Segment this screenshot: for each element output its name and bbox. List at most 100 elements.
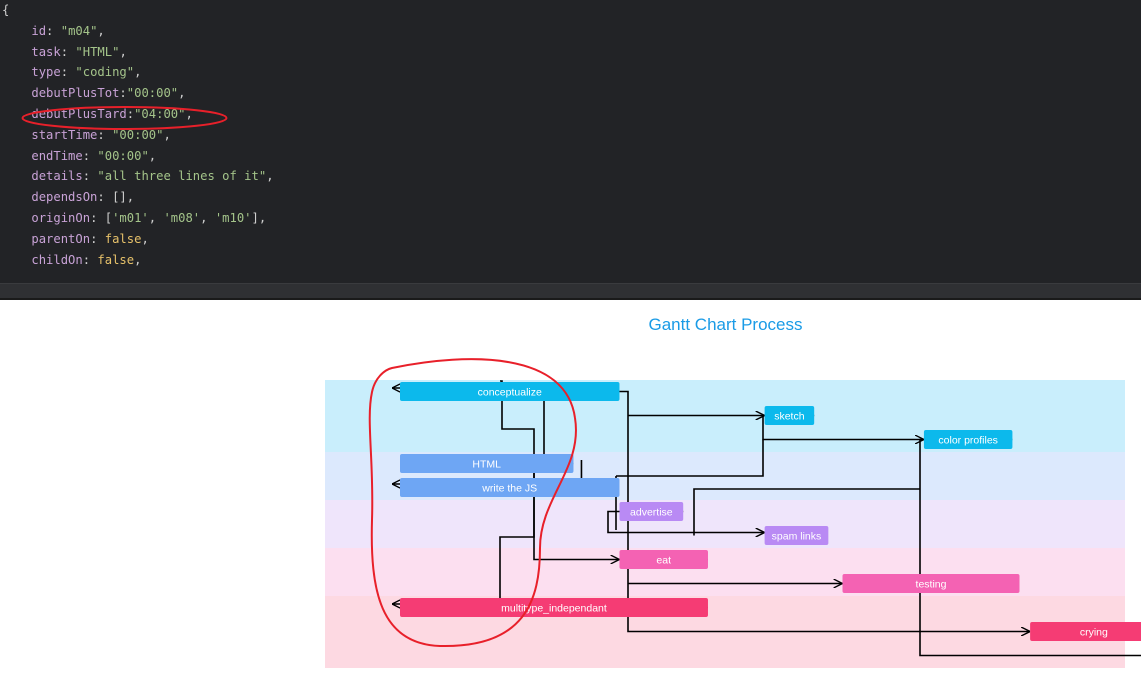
code-token: , (134, 65, 142, 80)
code-line: id: "m04", (2, 21, 274, 42)
code-token: "00:00" (97, 148, 149, 163)
link-sketch-js (616, 439, 764, 477)
code-line: debutPlusTard:"04:00", (2, 104, 274, 125)
code-token: : (126, 106, 135, 121)
task-label: testing (916, 579, 947, 591)
code-text: { id: "m04", task: "HTML", type: "coding… (2, 0, 274, 270)
task-bar-crying[interactable]: crying (1030, 622, 1141, 641)
task-label: conceptualize (478, 387, 542, 399)
code-line: dependsOn: [], (2, 187, 274, 208)
task-label: sketch (774, 411, 805, 423)
code-token: , (148, 148, 157, 163)
task-label: advertise (630, 507, 673, 519)
task-bar-multitype[interactable]: multitype_independant (400, 598, 708, 617)
code-token: 'm08' (163, 210, 201, 225)
task-bar-rect[interactable] (764, 526, 829, 545)
chart-title: Gantt Chart Process (648, 315, 803, 334)
task-bar-rect[interactable] (842, 574, 1020, 593)
task-bar-eat[interactable]: eat (619, 550, 708, 569)
task-bar-rect[interactable] (619, 502, 684, 521)
code-line: parentOn: false, (2, 229, 274, 250)
editor-scrollbar[interactable] (0, 283, 1141, 300)
code-token: "04:00" (134, 106, 186, 121)
code-line: endTime: "00:00", (2, 146, 274, 167)
code-line: { (2, 0, 274, 21)
code-line: type: "coding", (2, 62, 274, 83)
code-token: : (97, 127, 113, 142)
task-bar-rect[interactable] (764, 406, 815, 425)
task-label: eat (656, 555, 671, 567)
code-line: originOn: ['m01', 'm08', 'm10'], (2, 208, 274, 229)
task-bar-conceptualize[interactable]: conceptualize (400, 382, 620, 401)
code-token: , (148, 210, 164, 225)
code-line: childOn: false, (2, 250, 274, 271)
code-token: originOn (31, 210, 91, 225)
task-bar-rect[interactable] (1030, 622, 1141, 641)
task-bar-color_profiles[interactable]: color profiles (923, 430, 1013, 449)
code-line: task: "HTML", (2, 42, 274, 63)
code-token: { (2, 3, 10, 17)
task-bar-sketch[interactable]: sketch (764, 406, 815, 425)
code-token: , (266, 169, 274, 184)
code-token: : (60, 44, 76, 59)
task-label: multitype_independant (501, 603, 607, 615)
band-marketing (325, 500, 1125, 548)
code-token: parentOn (31, 231, 91, 246)
code-editor[interactable]: { id: "m04", task: "HTML", type: "coding… (0, 0, 1141, 283)
code-token: endTime (31, 148, 83, 163)
code-token: : [], (97, 190, 135, 205)
task-bar-spam_links[interactable]: spam links (764, 526, 829, 545)
task-bar-advertise[interactable]: advertise (619, 502, 684, 521)
code-token: : (46, 23, 61, 38)
code-token: , (185, 106, 193, 121)
code-token: details (31, 169, 83, 184)
task-bar-html[interactable]: HTML (400, 454, 574, 473)
task-bar-rect[interactable] (400, 478, 620, 497)
code-token: : (60, 65, 76, 80)
code-token: task (31, 44, 61, 59)
code-token: , (200, 210, 215, 225)
code-token: : (119, 86, 127, 101)
task-label: crying (1080, 627, 1108, 639)
task-bar-rect[interactable] (400, 598, 708, 617)
code-token: , (97, 23, 105, 38)
task-bar-rect[interactable] (923, 430, 1013, 449)
code-token: type (31, 65, 61, 80)
task-bar-write_js[interactable]: write the JS (400, 478, 620, 497)
code-token: "all three lines of it" (97, 169, 267, 184)
code-token: "00:00" (112, 127, 164, 142)
task-label: color profiles (938, 435, 998, 447)
code-token: ], (251, 210, 267, 225)
code-token: , (119, 44, 127, 59)
annotation-ellipse-code (21, 106, 228, 130)
code-token: , (178, 86, 186, 101)
code-token: startTime (31, 127, 98, 142)
task-bar-rect[interactable] (619, 550, 708, 569)
code-token: , (141, 231, 149, 246)
code-token: "00:00" (126, 86, 179, 101)
task-label: HTML (472, 459, 501, 471)
task-bar-rect[interactable] (400, 454, 574, 473)
code-token: "coding" (75, 65, 135, 80)
code-token: 'm01' (112, 210, 149, 225)
code-token: , (163, 127, 171, 142)
code-line: debutPlusTot:"00:00", (2, 83, 274, 104)
code-token: "m04" (60, 23, 98, 38)
code-token: : [ (90, 210, 113, 225)
code-token: : (90, 231, 105, 246)
code-token: "HTML" (75, 44, 120, 59)
code-token: : (82, 148, 98, 163)
link-to-spam (693, 488, 920, 536)
code-line: startTime: "00:00", (2, 125, 274, 146)
link-to-eat (500, 380, 620, 560)
code-token: dependsOn (31, 190, 98, 205)
annotation-circle-chart (368, 358, 577, 648)
code-token: false (104, 231, 142, 246)
task-bar-testing[interactable]: testing (842, 574, 1020, 593)
code-token: childOn (31, 252, 83, 267)
code-line: details: "all three lines of it", (2, 166, 274, 187)
code-token: , (134, 252, 142, 267)
task-bar-rect[interactable] (400, 382, 620, 401)
divider (0, 298, 1141, 300)
